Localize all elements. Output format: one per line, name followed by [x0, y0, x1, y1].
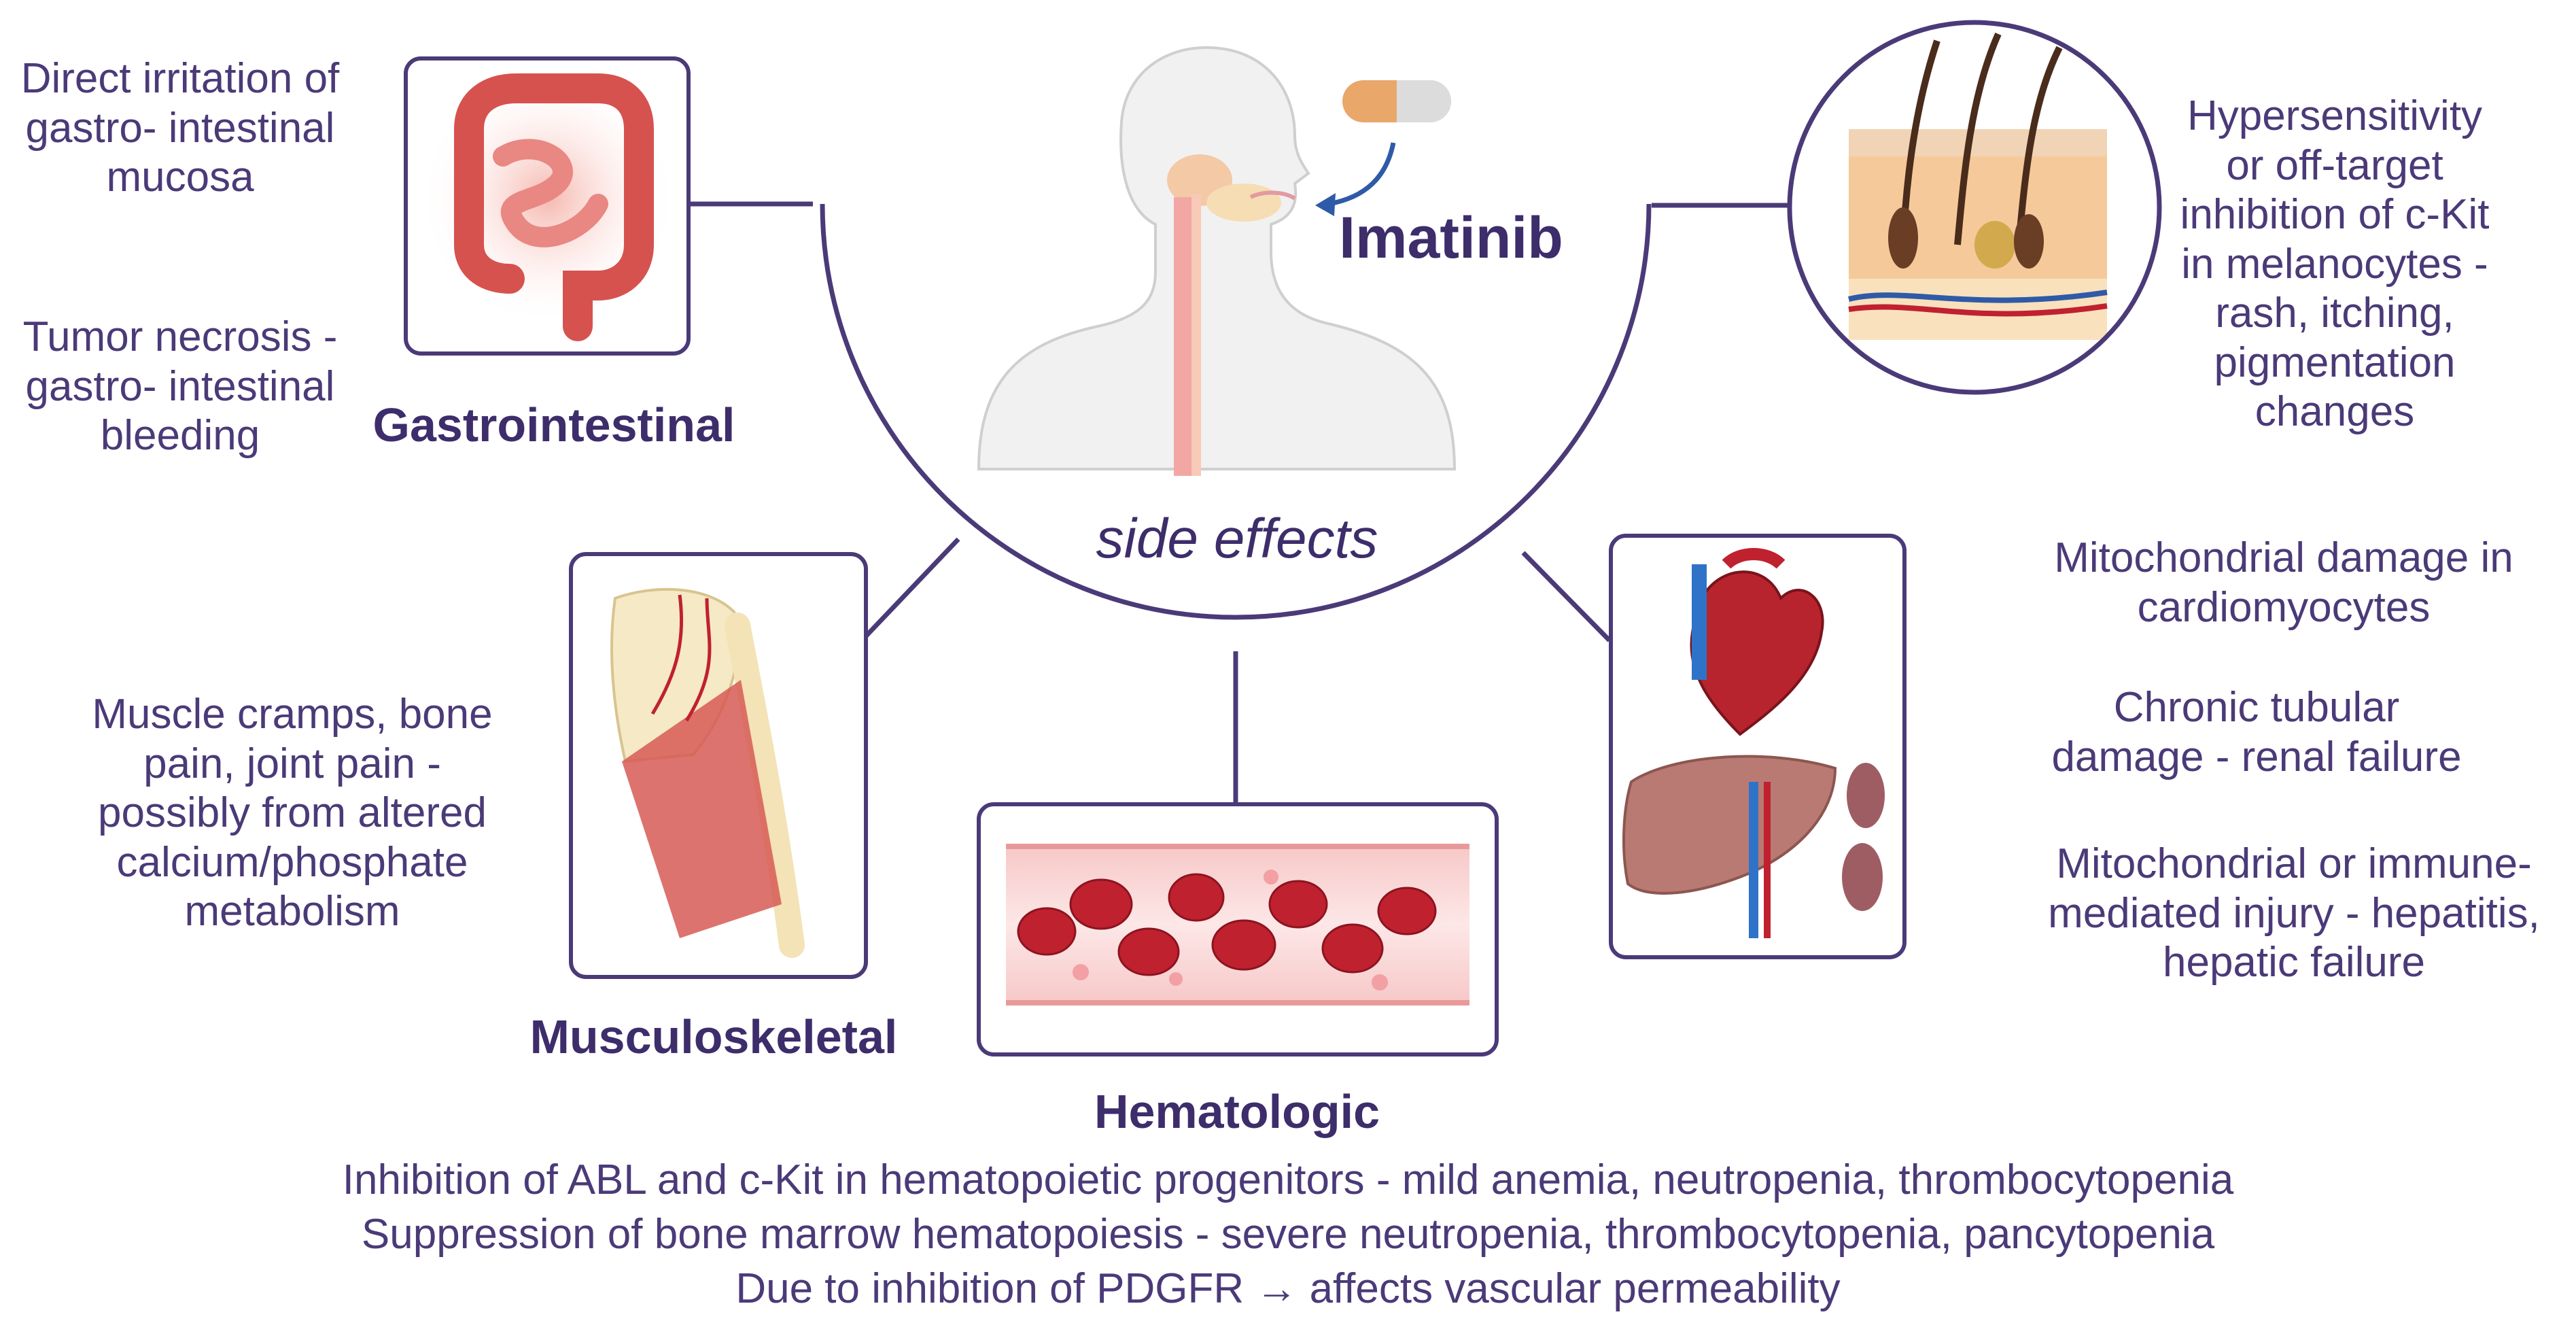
drug-name: Imatinib	[1339, 205, 1563, 271]
musculoskeletal-title: Musculoskeletal	[529, 1010, 898, 1063]
cardiac-effect: Mitochondrial damage in cardiomyocytes	[2054, 534, 2513, 631]
renal-effect: Chronic tubular damage - renal failure	[2051, 684, 2462, 780]
connector-musculoskeletal	[860, 537, 960, 642]
gastrointestinal-title: Gastrointestinal	[372, 398, 735, 451]
intake-arrow	[1328, 142, 1396, 207]
hepatic-effect: Mitochondrial or immune- mediated injury…	[2048, 840, 2540, 986]
hematologic-title: Hematologic	[1094, 1085, 1380, 1138]
connector-organs	[1521, 551, 1612, 642]
hematologic-effect-2: Suppression of bone marrow hematopoiesis…	[361, 1211, 2215, 1258]
heart-liver-kidney-icon	[1609, 534, 1907, 959]
intestine-icon	[404, 56, 691, 356]
skin-effect: Hypersensitivity or off-target inhibitio…	[2180, 92, 2490, 436]
shoulder-arm-bone-icon	[569, 552, 868, 979]
musculoskeletal-effect: Muscle cramps, bone pain, joint pain - p…	[92, 691, 493, 935]
gi-effect-irritation: Direct irritation of gastro- intestinal …	[20, 55, 340, 201]
capsule-icon	[1315, 80, 1451, 216]
gi-effect-bleeding: Tumor necrosis - gastro- intestinal blee…	[22, 313, 338, 460]
hematologic-effect-1: Inhibition of ABL and c-Kit in hematopoi…	[342, 1156, 2234, 1203]
hematologic-effect-3: Due to inhibition of PDGFR → affects vas…	[735, 1265, 1841, 1312]
human-head-torso-icon	[977, 46, 1457, 476]
skin-cross-section-icon	[1787, 20, 2162, 395]
connector-lines	[686, 201, 1792, 804]
blood-vessel-icon	[977, 802, 1499, 1056]
central-half-circle	[820, 203, 1652, 620]
center-label: side effects	[1096, 508, 1378, 570]
